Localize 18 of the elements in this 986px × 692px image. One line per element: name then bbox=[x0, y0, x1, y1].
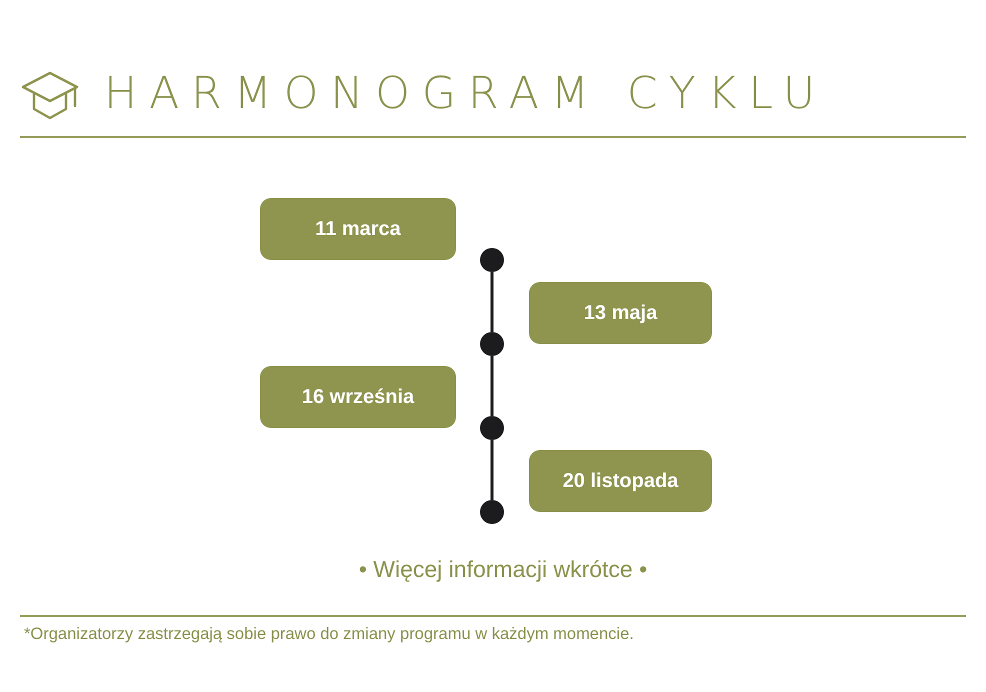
connector-line bbox=[490, 356, 494, 416]
connector-line bbox=[490, 272, 494, 332]
date-card bbox=[529, 450, 712, 512]
timeline-dot bbox=[480, 332, 504, 356]
info-note: • Więcej informacji wkrótce • bbox=[358, 556, 648, 583]
timeline-dot bbox=[480, 416, 504, 440]
connector-line bbox=[490, 440, 494, 500]
date-text: 20 listopada bbox=[562, 470, 678, 492]
timeline-dot bbox=[480, 248, 504, 272]
page-title: HARMONOGRAM CYKLU bbox=[104, 68, 828, 120]
date-text: 11 marca bbox=[315, 218, 401, 240]
date-card bbox=[260, 366, 456, 428]
date-card bbox=[260, 198, 456, 260]
date-text: 13 maja bbox=[584, 302, 658, 324]
date-text: 16 września bbox=[302, 386, 414, 408]
timeline-dot bbox=[480, 500, 504, 524]
date-card bbox=[529, 282, 712, 344]
footnote-text: *Organizatorzy zastrzegają sobie prawo do zmiany programu w każdym momencie. bbox=[24, 625, 634, 644]
